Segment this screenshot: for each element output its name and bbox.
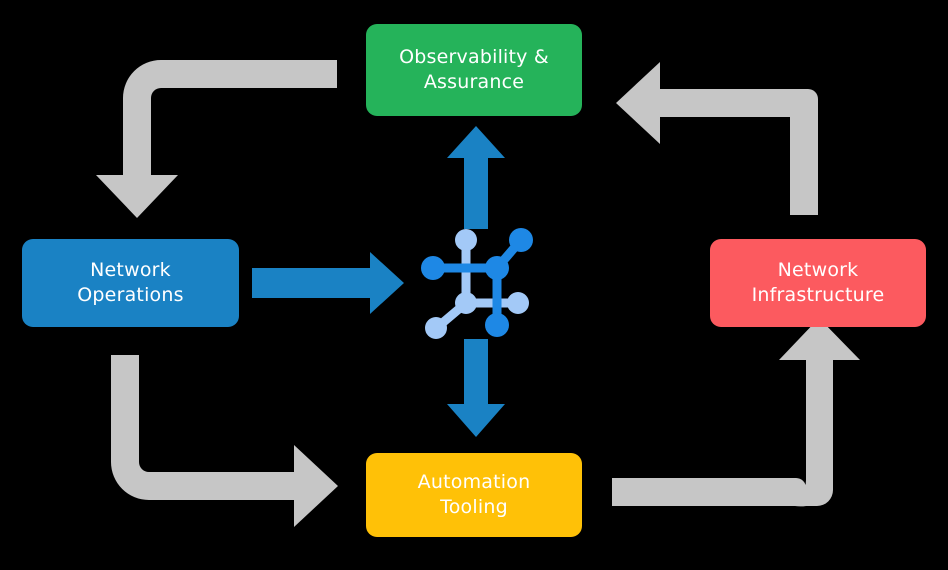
arrow-automation-to-infrastructure bbox=[612, 318, 860, 507]
node-box-network-operations[interactable]: Network Operations bbox=[22, 239, 239, 327]
arrow-center-to-observability bbox=[447, 126, 505, 229]
node-box-automation-tooling[interactable]: Automation Tooling bbox=[366, 453, 582, 537]
network-topology-icon bbox=[421, 228, 533, 339]
node-box-network-infrastructure[interactable]: Network Infrastructure bbox=[710, 239, 926, 327]
node-box-observability[interactable]: Observability & Assurance bbox=[366, 24, 582, 116]
arrow-infrastructure-to-observability bbox=[616, 62, 818, 215]
arrow-center-to-automation bbox=[447, 339, 505, 437]
arrow-operations-to-center bbox=[252, 252, 404, 314]
arrow-observability-to-operations bbox=[96, 60, 337, 218]
arrow-operations-to-automation bbox=[111, 355, 338, 527]
